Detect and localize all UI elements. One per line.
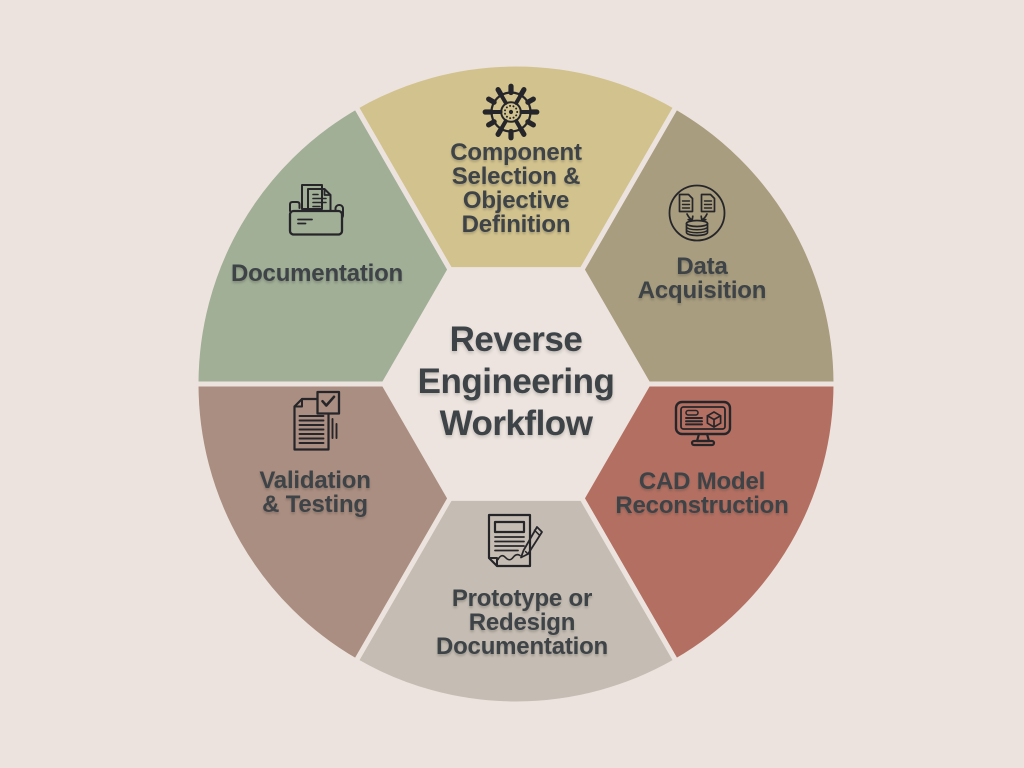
wedge-prototype-redesign-documentation <box>353 381 679 707</box>
segment-label-data-acquisition: Data Acquisition <box>637 253 767 304</box>
segment-label-documentation: Documentation <box>230 260 404 287</box>
segment-label-validation-testing: Validation & Testing <box>259 467 371 518</box>
folder-documents-icon <box>288 184 344 236</box>
segment-label-cad-model-reconstruction: CAD Model Reconstruction <box>615 468 789 519</box>
cad-monitor-icon <box>674 400 732 447</box>
checklist-document-icon <box>293 390 341 451</box>
gear-icon <box>482 83 540 141</box>
diagram-title: Reverse Engineering Workflow <box>417 320 615 443</box>
documents-to-database-icon <box>668 184 726 242</box>
segment-label-component-selection: Component Selection & Objective Definiti… <box>450 139 582 238</box>
segment-label-prototype-redesign-documentation: Prototype or Redesign Documentation <box>435 585 609 660</box>
wedge-component-selection <box>353 61 679 387</box>
document-signature-pen-icon <box>487 513 543 568</box>
center-hub <box>381 267 651 501</box>
